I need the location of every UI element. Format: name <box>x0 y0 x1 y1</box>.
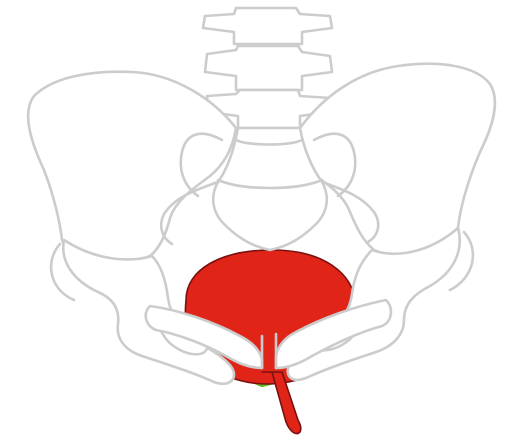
lumbar-vertebrae <box>203 8 332 128</box>
left-ilium <box>28 72 236 264</box>
vertebra-top <box>203 8 332 44</box>
right-ilium <box>300 64 495 256</box>
vertebra-middle <box>205 46 332 90</box>
